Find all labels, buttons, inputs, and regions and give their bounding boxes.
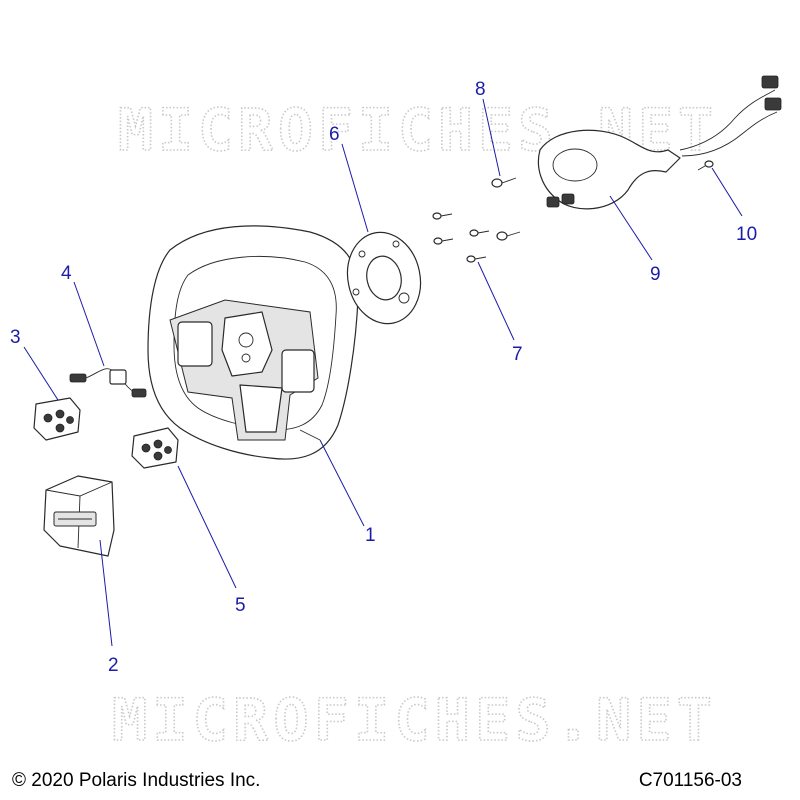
leader-9 [609,195,653,261]
callout-7[interactable]: 7 [512,344,523,365]
steering-wheel[interactable] [147,225,359,460]
switch-wire-harness[interactable] [69,368,147,398]
spacer-plate[interactable] [339,226,429,331]
leader-lines [23,98,743,647]
leader-7 [477,261,515,341]
callout-5[interactable]: 5 [235,595,246,616]
leader-2 [99,539,113,647]
leader-1 [319,439,365,527]
callouts: 1 2 3 4 5 6 7 8 9 10 [10,79,757,676]
left-switch-module[interactable] [33,397,81,441]
callout-4[interactable]: 4 [61,263,72,284]
callout-6[interactable]: 6 [329,124,340,145]
callout-10[interactable]: 10 [736,224,757,245]
callout-1[interactable]: 1 [365,525,376,546]
leader-8 [482,98,501,177]
leader-10 [711,167,743,217]
callout-2[interactable]: 2 [108,655,119,676]
leader-4 [73,281,105,367]
right-switch-module[interactable] [131,427,179,469]
bolts[interactable] [491,177,521,241]
steering-column[interactable] [537,75,782,210]
wheel-left-switch-bracket [177,321,213,367]
leader-6 [341,143,369,233]
drawing-number: C701156-03 [638,770,742,791]
small-screw[interactable] [697,160,714,171]
watermark-bottom: MICROFICHES.NET [112,686,717,754]
leader-3 [23,346,59,401]
leader-5 [177,465,237,589]
callout-3[interactable]: 3 [10,327,21,348]
callout-8[interactable]: 8 [475,79,486,100]
copyright-notice: © 2020 Polaris Industries Inc. [12,770,261,791]
mounting-screws[interactable] [432,212,490,263]
steering-cover[interactable] [43,475,115,557]
wheel-right-switch-bracket [281,349,315,393]
callout-9[interactable]: 9 [650,264,661,285]
